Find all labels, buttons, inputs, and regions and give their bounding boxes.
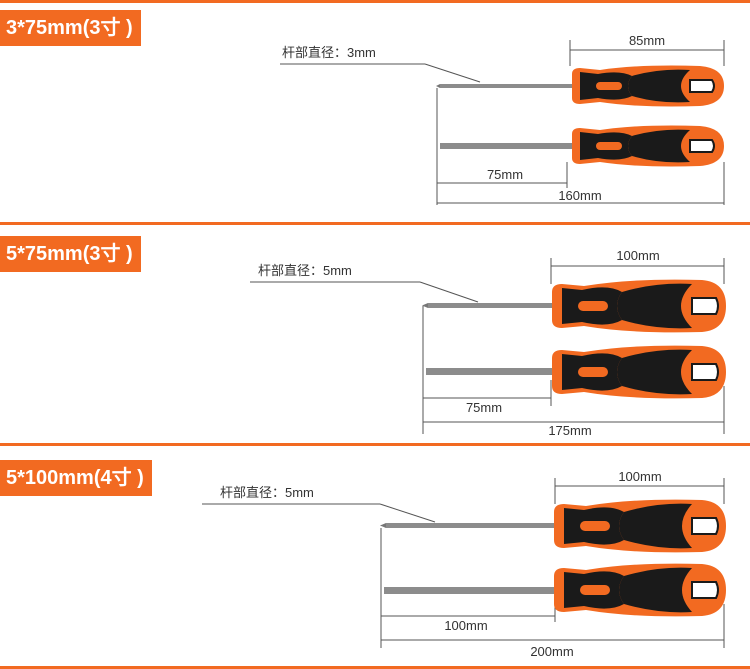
phillips-tip (436, 84, 440, 88)
phillips-screwdriver (436, 65, 724, 107)
screwdriver-diagram: 杆部直径：5mm 100mm 75mm 175mm (250, 248, 726, 438)
leader-line (379, 503, 436, 523)
total-length-label: 175mm (548, 423, 591, 438)
slotted-screwdriver (384, 563, 726, 617)
shaft-diameter-label: 杆部直径：5mm (220, 485, 314, 500)
handle-length-label: 100mm (616, 248, 659, 263)
product-section-3x75: 3*75mm(3寸 ) 杆部直径：3mm 85mm 75mm 160mm (0, 0, 750, 222)
total-length-label: 160mm (558, 188, 601, 203)
size-badge: 5*100mm(4寸 ) (0, 460, 152, 496)
shaft (426, 368, 554, 375)
handle (554, 499, 726, 553)
slotted-screwdriver (440, 125, 724, 167)
phillips-tip (380, 523, 386, 528)
shaft (386, 523, 556, 528)
total-length-label: 200mm (530, 644, 573, 659)
handle (572, 125, 724, 167)
shaft (440, 84, 572, 88)
shaft (384, 587, 556, 594)
blade-length-label: 75mm (487, 167, 523, 182)
screwdriver-diagram: 杆部直径：3mm 85mm 75mm 160mm (280, 33, 725, 205)
blade-length-label: 75mm (466, 400, 502, 415)
section-divider (0, 443, 750, 446)
leader-line (424, 63, 481, 83)
shaft-diameter-label: 杆部直径：5mm (258, 263, 352, 278)
bottom-divider (0, 666, 750, 669)
product-section-5x75: 5*75mm(3寸 ) 杆部直径：5mm 100mm 75mm 175mm (0, 222, 750, 444)
handle (552, 279, 726, 333)
handle (554, 563, 726, 617)
shaft (440, 143, 572, 149)
handle-length-label: 85mm (629, 33, 665, 48)
phillips-screwdriver (380, 499, 726, 553)
section-divider (0, 222, 750, 225)
size-badge: 5*75mm(3寸 ) (0, 236, 141, 272)
size-badge: 3*75mm(3寸 ) (0, 10, 141, 46)
phillips-tip (422, 303, 428, 308)
slotted-screwdriver (426, 345, 726, 399)
handle-length-label: 100mm (618, 469, 661, 484)
handle (552, 345, 726, 399)
leader-line (419, 281, 479, 303)
shaft-diameter-label: 杆部直径：3mm (282, 45, 376, 60)
phillips-screwdriver (422, 279, 726, 333)
shaft (428, 303, 554, 308)
handle (572, 65, 724, 107)
screwdriver-diagram: 杆部直径：5mm 100mm 100mm 200mm (202, 469, 726, 659)
product-section-5x100: 5*100mm(4寸 ) 杆部直径：5mm 100mm 100mm 200mm (0, 444, 750, 666)
top-divider (0, 0, 750, 3)
blade-length-label: 100mm (444, 618, 487, 633)
